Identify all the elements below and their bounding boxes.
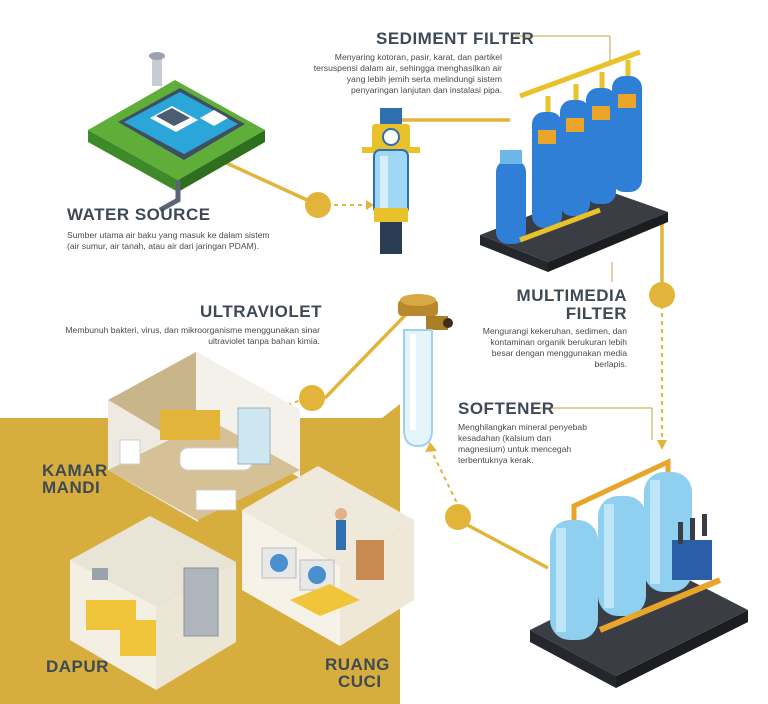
ultraviolet-illustration <box>398 294 453 446</box>
softener-illustration <box>530 462 748 688</box>
ultraviolet-title: ULTRAVIOLET <box>200 303 320 321</box>
multimedia-filter-title-line2: FILTER <box>500 305 627 323</box>
kitchen-label: DAPUR <box>46 658 109 675</box>
multimedia-filter-illustration <box>480 52 668 272</box>
sediment-filter-desc: Menyaring kotoran, pasir, karat, dan par… <box>300 52 502 96</box>
laundry-label-line1: RUANG <box>325 656 390 673</box>
sediment-filter-illustration <box>362 108 420 254</box>
ultraviolet-desc: Membunuh bakteri, virus, dan mikroorgani… <box>40 325 320 347</box>
bathroom-label-line2: MANDI <box>42 479 100 496</box>
softener-desc: Menghilangkan mineral penyebab kesadahan… <box>458 422 598 466</box>
multimedia-filter-desc: Mengurangi kekeruhan, sedimen, dan konta… <box>478 326 627 370</box>
bathroom-label-line1: KAMAR <box>42 462 108 479</box>
water-source-illustration <box>88 52 265 210</box>
sediment-filter-title: SEDIMENT FILTER <box>376 30 534 48</box>
softener-title: SOFTENER <box>458 400 555 418</box>
water-source-title: WATER SOURCE <box>67 206 211 224</box>
multimedia-filter-title-line1: MULTIMEDIA <box>500 287 627 305</box>
water-source-desc: Sumber utama air baku yang masuk ke dala… <box>67 230 282 252</box>
laundry-label-line2: CUCI <box>338 673 382 690</box>
